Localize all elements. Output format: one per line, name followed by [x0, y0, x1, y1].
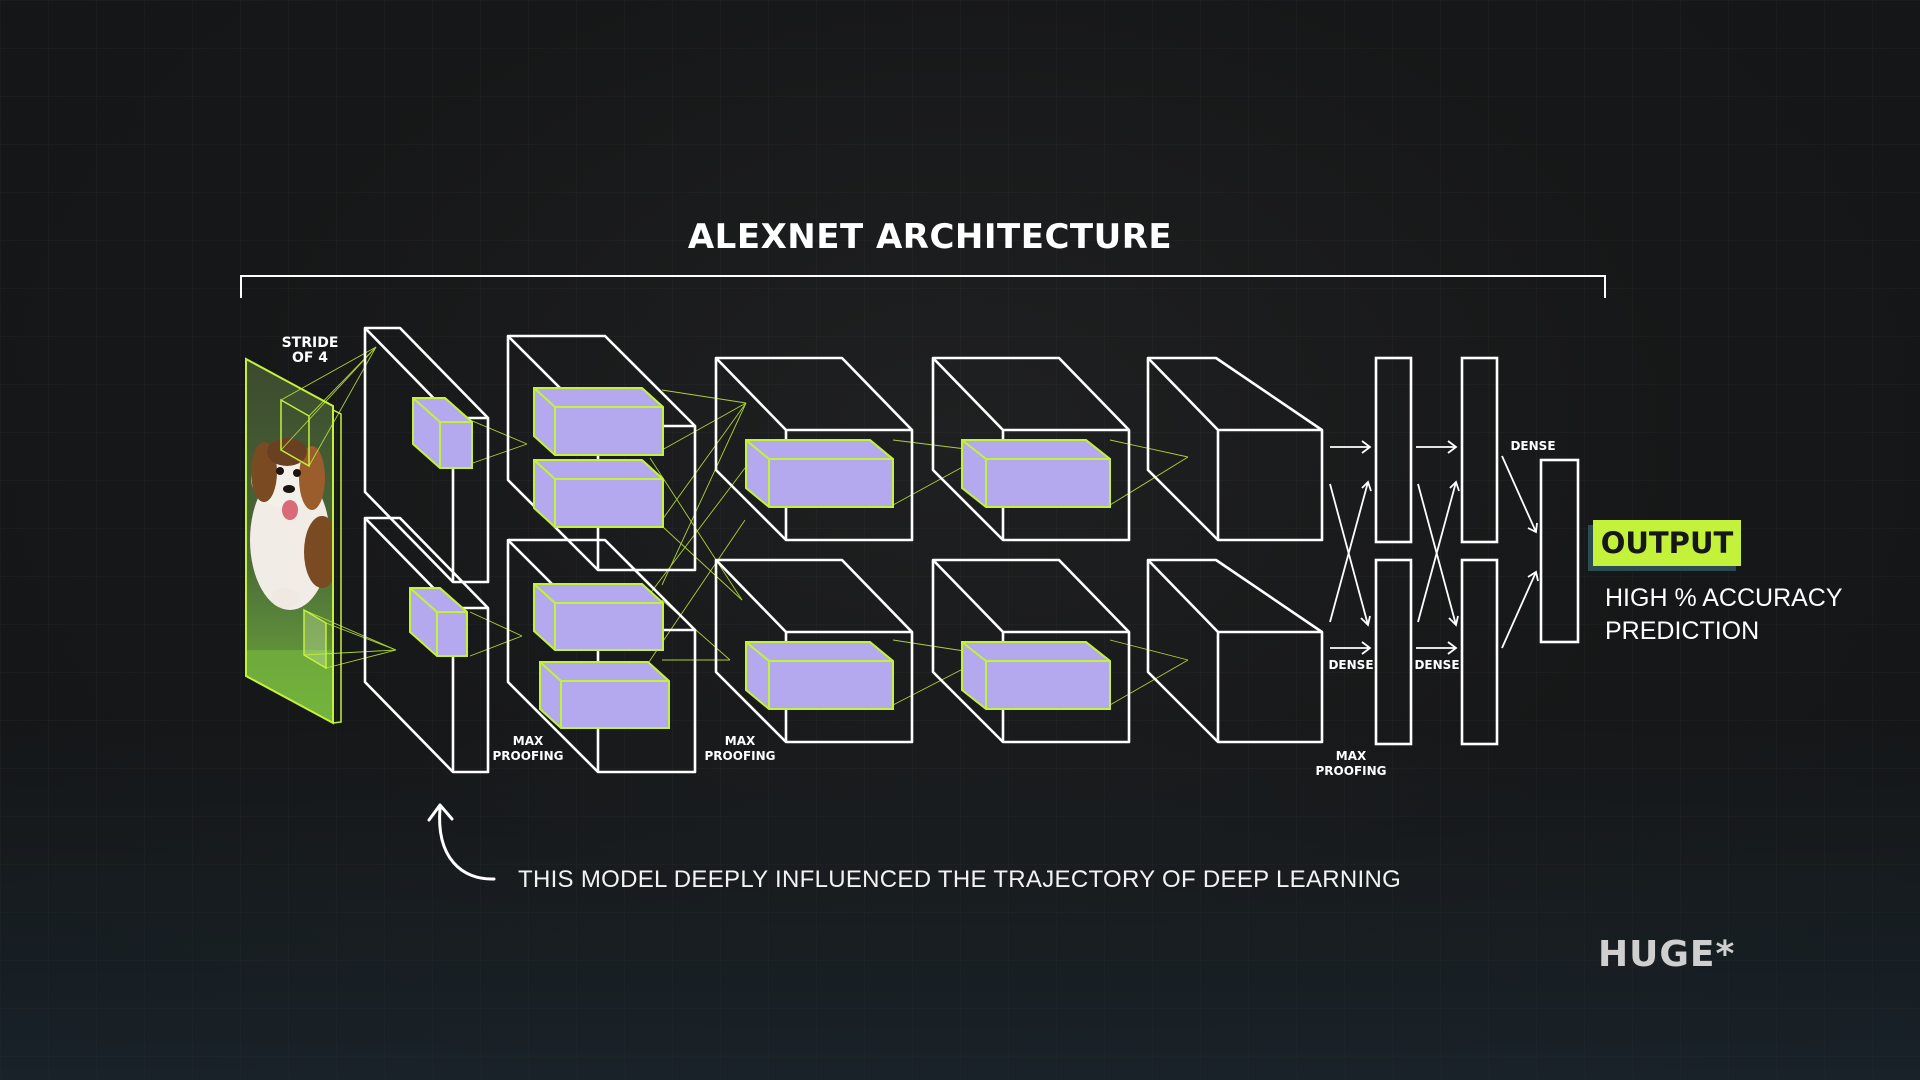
huge-logo: HUGE*: [1598, 934, 1736, 975]
output-badge: OUTPUT: [1593, 520, 1741, 566]
background-tint: [0, 720, 1920, 1080]
conv2-filters: [533, 387, 670, 729]
influence-note: THIS MODEL DEEPLY INFLUENCED THE TRAJECT…: [518, 866, 1402, 893]
max-pooling-label-1: MAX PROOFING: [492, 734, 564, 763]
max-pooling-label-2: MAX PROOFING: [704, 734, 776, 763]
dense-connection-arrows: [1329, 440, 1539, 655]
page-title: ALEXNET ARCHITECTURE: [687, 217, 1173, 257]
stride-label: STRIDE OF 4: [281, 335, 339, 366]
dense-label-3: DENSE: [1510, 439, 1556, 453]
curved-arrow-icon: [438, 806, 496, 881]
conv3-4-filters: [745, 439, 1111, 710]
dense-label-2: DENSE: [1414, 658, 1460, 672]
curved-arrow-head: [427, 803, 454, 822]
dense-label-1: DENSE: [1328, 658, 1374, 672]
conv1-filters: [409, 397, 473, 657]
max-pooling-label-3: MAX PROOFING: [1315, 749, 1387, 778]
output-description: HIGH % ACCURACY PREDICTION: [1605, 584, 1843, 645]
conv-layer-1: [363, 326, 490, 774]
top-bracket: [240, 275, 1606, 298]
dense-layers: [1374, 356, 1580, 746]
input-image: [245, 357, 342, 725]
